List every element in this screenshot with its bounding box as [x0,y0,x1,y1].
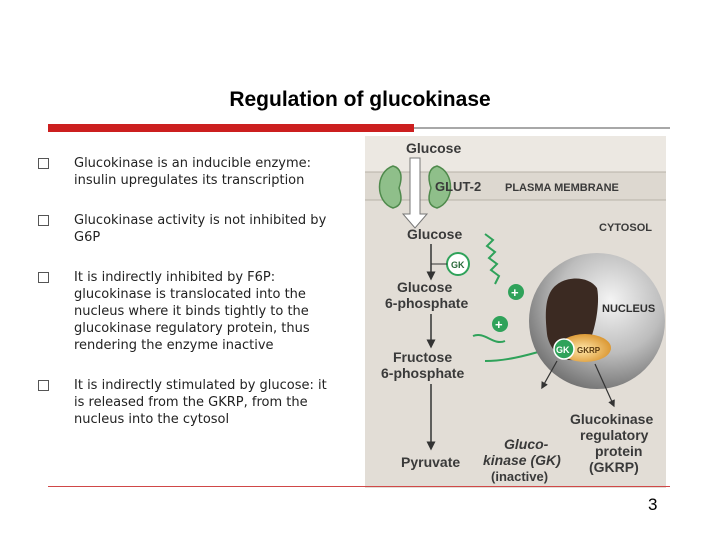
g6p-label-line2: 6-phosphate [385,295,468,311]
bullet-square-icon [38,158,49,169]
gk-nucleus-icon [553,338,575,360]
bullet-text: Glucokinase is an inducible enzyme: insu… [74,156,312,188]
bullet-square-icon [38,272,49,283]
glucose-top-label: Glucose [406,140,461,156]
title-underline-gray [414,127,670,129]
plus-label: + [495,317,503,332]
glut2-label: GLUT-2 [435,179,481,194]
footer-rule [48,486,670,487]
gk-nucleus-label: GK [556,345,570,355]
gkrp-nucleus-label: GKRP [577,346,601,355]
slide-title: Regulation of glucokinase [229,88,491,111]
gk-label: GK [451,260,465,270]
g6p-label-line1: Glucose [397,279,452,295]
nucleus-label: NUCLEUS [602,303,655,315]
title-underline-red [48,124,414,132]
gkrp-label-line3: protein [595,443,642,459]
pyruvate-label: Pyruvate [401,454,460,470]
plasma-membrane-label: PLASMA MEMBRANE [505,182,619,194]
bullet-text: It is indirectly stimulated by glucose: … [74,378,327,427]
gkrp-label-line1: Glucokinase [570,411,653,427]
bullet-square-icon [38,380,49,391]
bullet-text: It is indirectly inhibited by F6P: gluco… [74,270,310,353]
glucokinase-regulation-diagram: Glucose GLUT-2 PLASMA MEMBRANE CYTOSOL G… [365,136,666,488]
bullet-square-icon [38,215,49,226]
gk-inactive-line3: (inactive) [491,469,548,484]
page-number: 3 [648,495,658,514]
f6p-label-line1: Fructose [393,349,452,365]
bullet-text: Glucokinase activity is not inhibited by… [74,213,327,245]
gk-inactive-line1: Gluco- [504,436,549,452]
gkrp-label-line4: (GKRP) [589,459,639,475]
cytosol-label: CYTOSOL [599,222,652,234]
f6p-label-line2: 6-phosphate [381,365,464,381]
glut2-transporter-icon [378,165,452,209]
plus-icon [492,316,508,332]
gk-inactive-line2: kinase (GK) [483,452,561,468]
plus-label: + [511,285,519,300]
glucose-cytosol-label: Glucose [407,226,462,242]
gkrp-label-line2: regulatory [580,427,649,443]
plus-icon [508,284,524,300]
